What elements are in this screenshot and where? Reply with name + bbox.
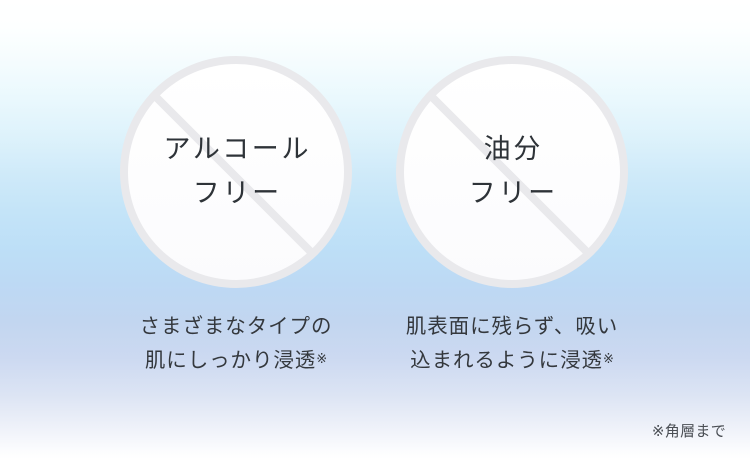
footnote: ※角層まで	[651, 423, 726, 440]
badge-caption-alcohol-free: さまざまなタイプの 肌にしっかり浸透※	[120, 310, 352, 379]
caption-line-1: さまざまなタイプの	[139, 315, 333, 338]
badge-label-line-2: フリー	[192, 178, 282, 208]
caption-line-2-text: 込まれるように浸透	[410, 349, 603, 373]
badge-row: アルコール フリー 油分 フリー	[120, 56, 628, 288]
badge-label-line-2: フリー	[468, 178, 558, 208]
badge-label-line-1: 油分	[483, 134, 544, 165]
badge-label: アルコール フリー	[120, 56, 352, 288]
caption-line-2: 込まれるように浸透※	[390, 344, 634, 378]
badge-label: 油分 フリー	[396, 56, 628, 288]
badge-label-line-1: アルコール	[163, 134, 312, 165]
caption-line-1: 肌表面に残らず、吸い	[405, 315, 619, 338]
badge-caption-oil-free: 肌表面に残らず、吸い 込まれるように浸透※	[390, 310, 634, 379]
caption-line-2: 肌にしっかり浸透※	[120, 344, 352, 378]
caption-line-2-text: 肌にしっかり浸透	[144, 349, 317, 373]
badge-alcohol-free: アルコール フリー	[120, 56, 352, 288]
caption-footnote-mark: ※	[602, 351, 614, 367]
caption-footnote-mark: ※	[316, 351, 328, 367]
badge-oil-free: 油分 フリー	[396, 56, 628, 288]
